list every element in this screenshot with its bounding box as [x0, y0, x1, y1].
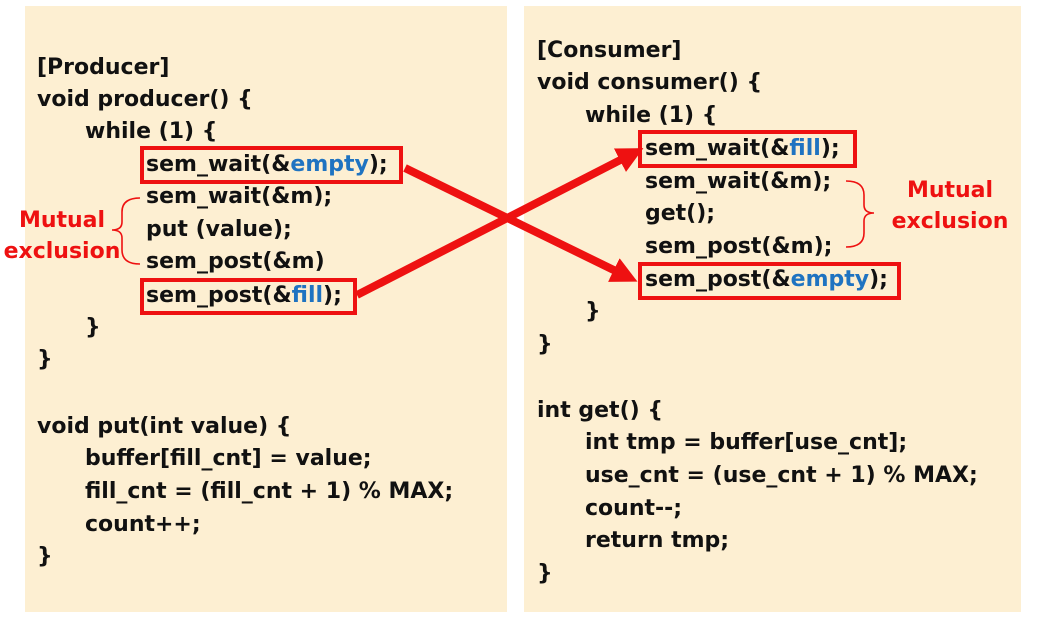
consumer-panel [524, 6, 1021, 612]
consumer-wait-mutex: sem_wait(&m); [645, 169, 832, 194]
get-line-1: int tmp = buffer[use_cnt]; [585, 430, 908, 455]
producer-close: } [37, 347, 53, 372]
consumer-title: [Consumer] [537, 38, 682, 63]
consumer-post-empty-highlight [638, 262, 901, 300]
put-line-1: buffer[fill_cnt] = value; [85, 446, 372, 471]
producer-post-mutex: sem_post(&m) [146, 249, 325, 274]
get-signature: int get() { [537, 398, 663, 423]
consumer-while-close: } [585, 299, 601, 324]
put-line-2: fill_cnt = (fill_cnt + 1) % MAX; [85, 479, 454, 504]
consumer-mutual-exclusion-label: Mutual exclusion [891, 178, 1009, 234]
get-line-2: use_cnt = (use_cnt + 1) % MAX; [585, 463, 978, 488]
producer-panel [25, 6, 507, 612]
fill-signal-arrow [355, 148, 644, 299]
consumer-signature: void consumer() { [537, 70, 763, 95]
consumer-while: while (1) { [585, 103, 718, 128]
consumer-mutual-exclusion-brace [845, 180, 875, 248]
empty-semaphore-name: empty [290, 152, 369, 177]
consumer-get-call: get(); [645, 201, 716, 226]
producer-signature: void producer() { [37, 87, 253, 112]
producer-mutual-exclusion-label: Mutual exclusion [3, 208, 121, 264]
consumer-post-empty: sem_post(&empty); [645, 267, 888, 292]
producer-while-close: } [85, 315, 101, 340]
put-signature: void put(int value) { [37, 414, 292, 439]
fill-semaphore-name: fill [789, 136, 821, 161]
producer-wait-empty: sem_wait(&empty); [146, 152, 388, 177]
producer-mutual-exclusion-brace [111, 197, 141, 265]
get-line-3: count--; [585, 496, 683, 521]
producer-while: while (1) { [85, 119, 218, 144]
fill-semaphore-name: fill [291, 283, 324, 308]
producer-title: [Producer] [37, 55, 170, 80]
consumer-wait-fill: sem_wait(&fill); [645, 136, 840, 161]
put-line-3: count++; [85, 512, 201, 537]
producer-wait-mutex: sem_wait(&m); [146, 184, 333, 209]
get-line-4: return tmp; [585, 528, 730, 553]
producer-post-fill: sem_post(&fill); [146, 283, 342, 308]
empty-signal-arrow [403, 164, 638, 282]
get-close: } [537, 561, 553, 586]
empty-semaphore-name: empty [790, 267, 870, 292]
producer-put-call: put (value); [146, 217, 292, 242]
producer-post-fill-highlight [140, 278, 357, 315]
consumer-post-mutex: sem_post(&m); [645, 234, 833, 259]
consumer-close: } [537, 332, 553, 357]
producer-wait-empty-highlight [140, 146, 403, 184]
put-close: } [37, 544, 53, 569]
